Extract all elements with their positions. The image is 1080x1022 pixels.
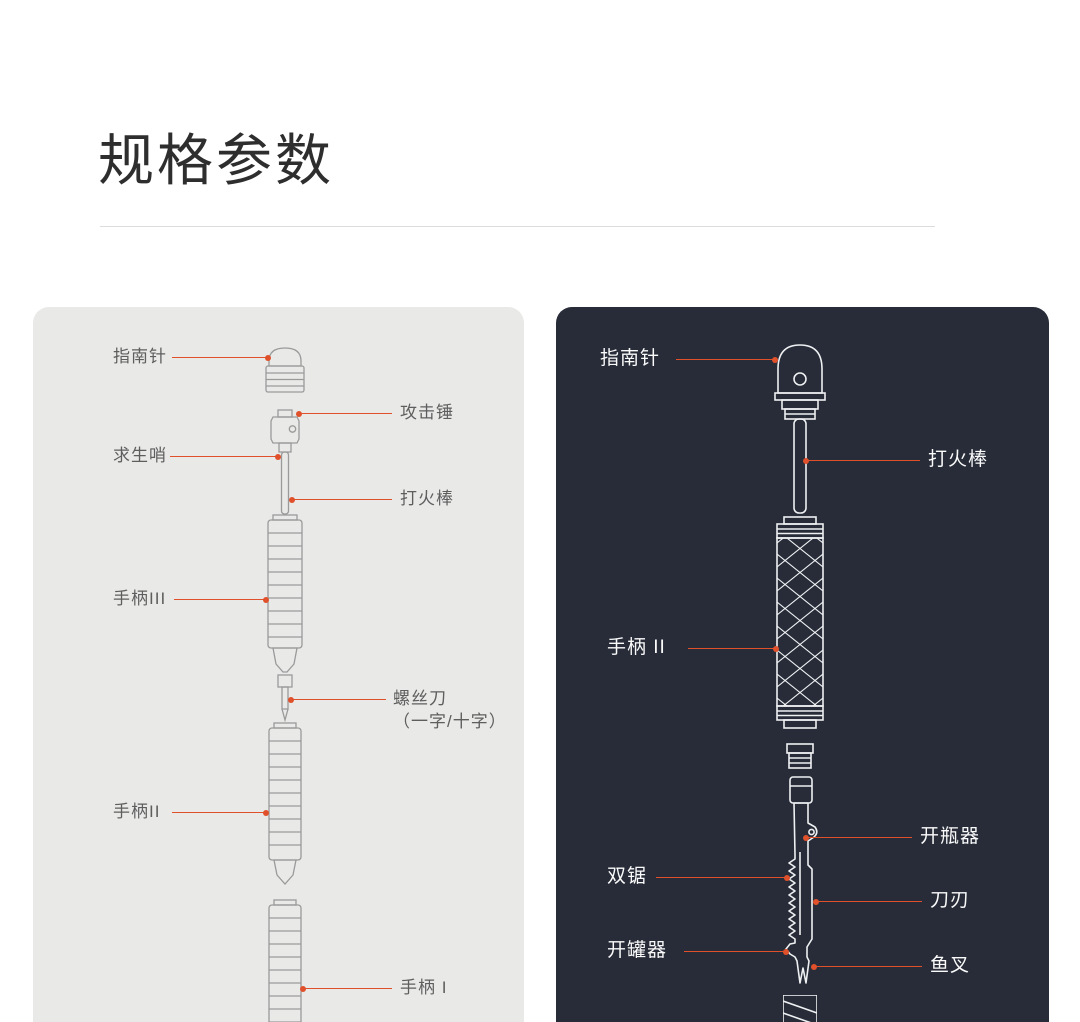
label-blade: 刀刃: [930, 890, 971, 911]
multitool-detail-diagram: [774, 344, 826, 1022]
leader-fish-spear: [811, 963, 922, 970]
title-divider: [100, 226, 935, 227]
leader-dot: [296, 410, 302, 417]
panel-exploded-view: 指南针 攻击锤 求生哨 打火棒 手柄III 螺丝刀 （一字/十字） 手柄II 手…: [33, 307, 524, 1022]
leader-fire-rod: [803, 457, 920, 464]
panel-detail-view: 指南针 打火棒 手柄 II 开瓶器 双锯 刀刃 开罐器 鱼叉: [556, 307, 1049, 1022]
leader-handle3: [174, 596, 269, 603]
leader-dot: [803, 457, 809, 464]
leader-can-opener: [684, 948, 789, 955]
leader-dot: [772, 356, 778, 363]
label-fire-rod: 打火棒: [928, 449, 989, 470]
leader-dot: [263, 809, 269, 816]
leader-dot: [275, 453, 281, 460]
label-handle3: 手柄III: [113, 589, 167, 608]
leader-dot: [289, 496, 295, 503]
leader-handle2: [688, 645, 779, 652]
leader-double-saw: [656, 874, 790, 881]
multitool-exploded-diagram: [265, 347, 305, 1022]
label-double-saw: 双锯: [607, 866, 648, 887]
leader-whistle: [170, 453, 281, 460]
label-whistle: 求生哨: [113, 446, 167, 465]
label-handle2: 手柄 II: [607, 637, 666, 658]
page-title: 规格参数: [98, 129, 334, 192]
leader-compass: [172, 354, 271, 361]
leader-dot: [300, 985, 306, 992]
leader-bottle-opener: [803, 834, 912, 841]
leader-dot: [773, 645, 779, 652]
label-handle1: 手柄 I: [400, 978, 448, 997]
leader-dot: [783, 948, 789, 955]
label-compass: 指南针: [600, 348, 661, 369]
leader-dot: [813, 898, 819, 905]
label-fire-rod: 打火棒: [400, 489, 454, 508]
leader-dot: [784, 874, 790, 881]
label-can-opener: 开罐器: [607, 940, 668, 961]
leader-dot: [288, 696, 294, 703]
label-compass: 指南针: [113, 347, 167, 366]
leader-blade: [813, 898, 922, 905]
leader-handle1: [300, 985, 392, 992]
label-screwdriver: 螺丝刀 （一字/十字）: [393, 688, 507, 734]
leader-screwdriver: [288, 696, 386, 703]
leader-dot: [263, 596, 269, 603]
leader-compass: [676, 356, 778, 363]
label-screwdriver-line1: 螺丝刀: [393, 689, 447, 708]
leader-handle2: [172, 809, 269, 816]
leader-dot: [265, 354, 271, 361]
leader-dot: [811, 963, 817, 970]
leader-fire-rod: [289, 496, 392, 503]
label-handle2: 手柄II: [113, 802, 161, 821]
label-bottle-opener: 开瓶器: [920, 826, 981, 847]
leader-hammer: [296, 410, 392, 417]
label-hammer: 攻击锤: [400, 403, 454, 422]
label-screwdriver-line2: （一字/十字）: [393, 711, 507, 731]
leader-dot: [803, 834, 809, 841]
label-fish-spear: 鱼叉: [930, 955, 971, 976]
